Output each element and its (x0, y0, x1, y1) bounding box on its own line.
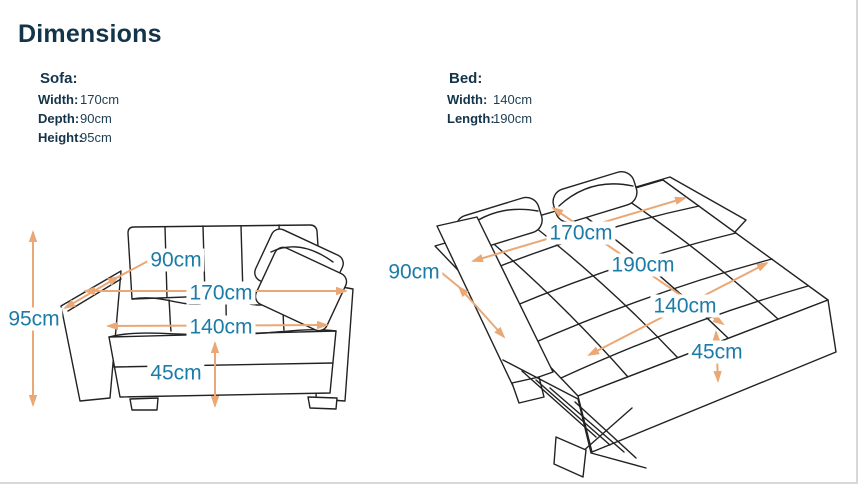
bed-spec-list: Bed: Width: 140cm Length:190cm (447, 70, 532, 131)
bed-spec-heading: Bed: (449, 70, 483, 87)
bed-width-dimension-label: 170cm (546, 221, 616, 245)
sofa-height-label: Height: (38, 130, 83, 145)
bed-mattress-width-dimension-label: 140cm (650, 294, 720, 318)
sofa-height-value: 95cm (80, 130, 112, 145)
bed-width-label: Width: (447, 92, 488, 107)
bed-line-drawing (434, 170, 837, 478)
bed-length-dimension-label: 190cm (608, 253, 678, 277)
bed-width-value: 140cm (493, 92, 533, 107)
sofa-depth-value: 90cm (80, 111, 112, 126)
sofa-spec-row-height: Height:95cm (38, 131, 119, 144)
bed-front-foot (553, 436, 587, 478)
sofa-seat-height-dimension-label: 45cm (147, 361, 205, 385)
bed-depth-arrow (457, 285, 506, 339)
sofa-feet (129, 396, 338, 411)
sofa-seat-width-dimension-label: 140cm (186, 315, 256, 339)
bed-height-dimension-label: 45cm (688, 340, 746, 364)
sofa-spec-list: Sofa: Width:170cm Depth:90cm Height:95cm (38, 70, 119, 150)
sofa-height-dimension-label: 95cm (5, 307, 63, 331)
bed-length-label: Length: (447, 111, 495, 126)
sofa-depth-dimension-label: 90cm (147, 248, 205, 272)
sofa-width-dimension-label: 170cm (186, 281, 256, 305)
sofa-spec-heading: Sofa: (40, 70, 78, 87)
sofa-spec-row-width: Width:170cm (38, 93, 119, 106)
sofa-depth-leader (117, 259, 151, 278)
sofa-width-value: 170cm (80, 92, 120, 107)
bed-spec-row-width: Width: 140cm (447, 93, 532, 106)
sofa-spec-row-depth: Depth:90cm (38, 112, 119, 125)
bed-pullout-frame (502, 359, 647, 469)
bed-length-value: 190cm (493, 111, 533, 126)
bed-spec-row-length: Length:190cm (447, 112, 532, 125)
bed-depth-dimension-label: 90cm (385, 260, 443, 284)
sofa-width-label: Width: (38, 92, 79, 107)
sofa-depth-label: Depth: (38, 111, 80, 126)
page-title: Dimensions (18, 20, 162, 48)
